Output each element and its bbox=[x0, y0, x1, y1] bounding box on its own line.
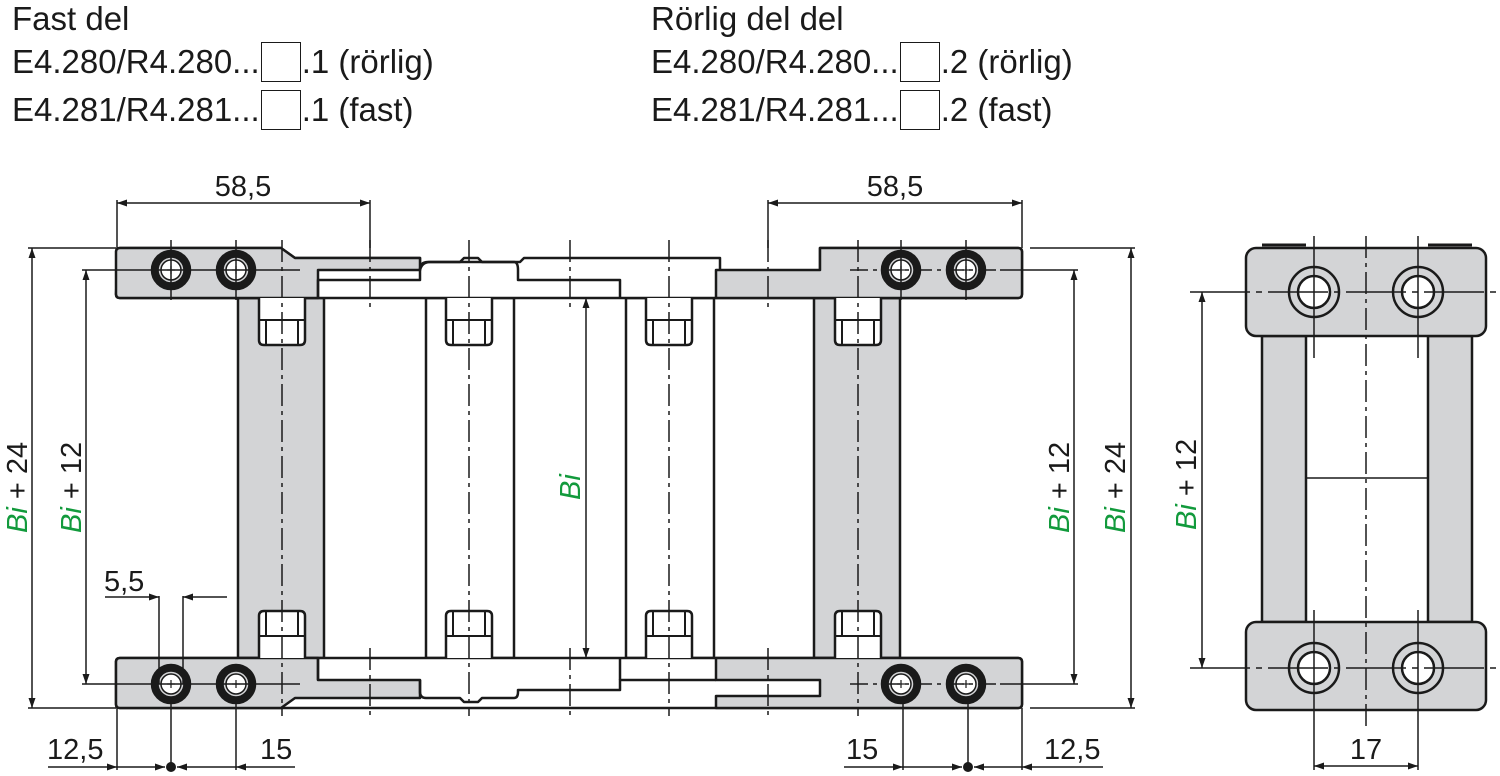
dim-left-outer-height: Bi + 24 bbox=[2, 442, 34, 533]
variant-code-box bbox=[899, 42, 940, 82]
fixed-part-line-2: E4.281/R4.281....1 (fast) bbox=[12, 90, 414, 130]
datum-dot bbox=[166, 762, 176, 772]
dim-top-right-width: 58,5 bbox=[867, 171, 923, 203]
left-side-bar bbox=[236, 296, 326, 660]
dim-left-inner-height: Bi + 12 bbox=[56, 442, 88, 533]
dim-bottom-left-edge: 12,5 bbox=[47, 734, 103, 766]
dim-center-height: Bi bbox=[555, 473, 587, 500]
fixed-part-title: Fast del bbox=[12, 0, 130, 37]
centerlines bbox=[140, 240, 1000, 716]
side-view-centerlines bbox=[1190, 236, 1500, 770]
fixed-part-header: Fast del E4.280/R4.280....1 (rörlig) E4.… bbox=[12, 0, 434, 134]
dim-bottom-right-pitch: 15 bbox=[846, 734, 878, 766]
dim-top-left-width: 58,5 bbox=[215, 171, 271, 203]
right-side-bar bbox=[812, 296, 902, 660]
fixed-part-line-1: E4.280/R4.280....1 (rörlig) bbox=[12, 42, 434, 82]
datum-dot bbox=[963, 762, 973, 772]
dim-right-outer-height: Bi + 24 bbox=[1100, 442, 1132, 533]
moving-part-header: Rörlig del del E4.280/R4.280....2 (rörli… bbox=[651, 0, 1073, 134]
dim-hole-diameter: 5,5 bbox=[104, 566, 144, 598]
variant-code-box bbox=[260, 90, 301, 130]
variant-code-box bbox=[260, 42, 301, 82]
moving-part-title: Rörlig del del bbox=[651, 0, 844, 37]
main-view bbox=[114, 246, 1024, 710]
dim-bottom-right-edge: 12,5 bbox=[1044, 734, 1100, 766]
dim-side-view-height: Bi + 12 bbox=[1171, 439, 1203, 530]
variant-code-box bbox=[899, 90, 940, 130]
moving-part-line-1: E4.280/R4.280....2 (rörlig) bbox=[651, 42, 1073, 82]
moving-part-line-2: E4.281/R4.281....2 (fast) bbox=[651, 90, 1053, 130]
dim-right-inner-height: Bi + 12 bbox=[1044, 442, 1076, 533]
dimension-lines bbox=[28, 199, 1135, 771]
dim-side-view-pitch: 17 bbox=[1350, 734, 1382, 766]
dim-bottom-left-pitch: 15 bbox=[260, 734, 292, 766]
